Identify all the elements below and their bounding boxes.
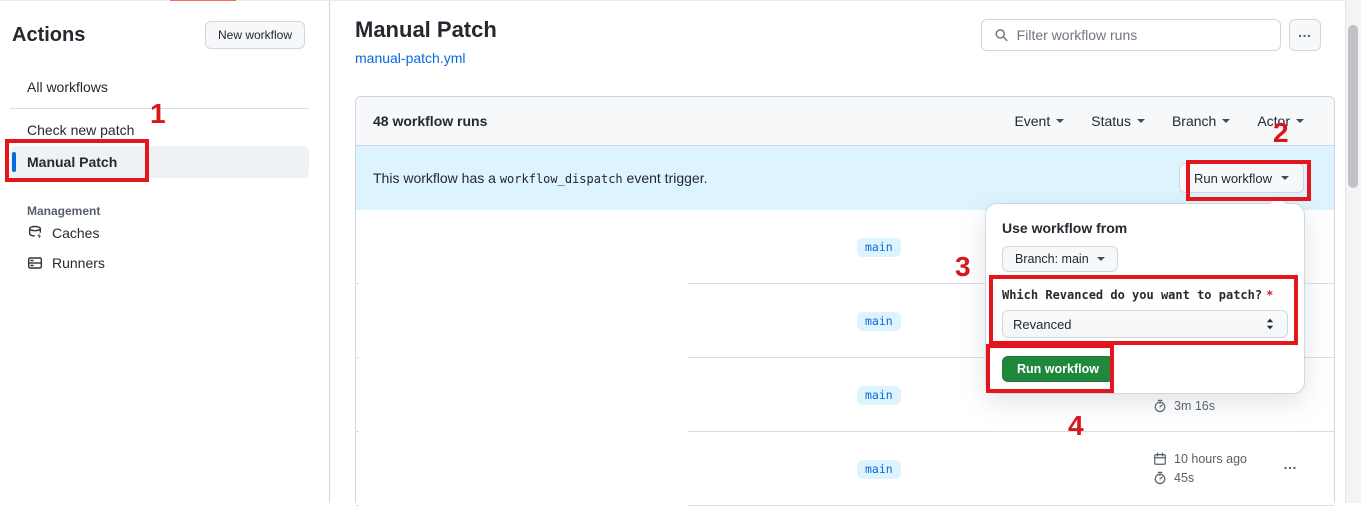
- kebab-icon: …: [1283, 456, 1298, 472]
- runs-count: 48 workflow runs: [373, 113, 488, 129]
- annotation-number-3: 3: [955, 251, 971, 282]
- chevron-down-icon: [1281, 176, 1289, 180]
- scrollbar-thumb[interactable]: [1348, 25, 1358, 188]
- calendar-icon: [1154, 452, 1166, 465]
- kebab-icon: …: [1297, 24, 1313, 40]
- run-meta: 10 hours ago 45s: [1153, 452, 1247, 485]
- sidebar-item-caches[interactable]: Caches: [10, 218, 309, 248]
- run-workflow-popup: Use workflow from Branch: main Which Rev…: [985, 195, 1305, 394]
- workflow-input-label: Which Revanced do you want to patch?*: [1002, 288, 1274, 302]
- page-title: Manual Patch: [355, 17, 497, 42]
- run-workflow-dropdown-button[interactable]: Run workflow: [1178, 163, 1304, 193]
- workflow-file-link[interactable]: manual-patch.yml: [355, 50, 466, 67]
- page-header: Manual Patch manual-patch.yml: [355, 17, 497, 68]
- workflows-nav: All workflows Check new patch Manual Pat…: [10, 71, 309, 178]
- search-icon: [995, 29, 1008, 42]
- scrollbar-track[interactable]: [1345, 0, 1361, 503]
- popup-title: Use workflow from: [1002, 220, 1128, 236]
- run-meta: 3m 16s: [1153, 399, 1215, 413]
- runners-icon: [28, 257, 43, 269]
- revanced-select[interactable]: Revanced: [1002, 310, 1288, 338]
- management-section: Management Caches Runners: [10, 204, 309, 278]
- run-duration: 3m 16s: [1153, 399, 1215, 413]
- annotation-number-4: 4: [1068, 410, 1084, 441]
- workflow-options-button[interactable]: …: [1289, 19, 1321, 51]
- required-asterisk: *: [1266, 288, 1274, 302]
- run-options-button[interactable]: …: [1283, 457, 1298, 472]
- workflow-run-row: main 10 hours ago 45s …: [356, 432, 1334, 506]
- sidebar-item-label: Runners: [52, 255, 105, 271]
- branch-badge[interactable]: main: [857, 460, 901, 479]
- sidebar-item-check-new-patch[interactable]: Check new patch: [27, 122, 135, 138]
- runs-list-header: 48 workflow runs Event Status Branch Act…: [356, 97, 1334, 146]
- annotation-number-1: 1: [150, 98, 166, 129]
- workflow-search[interactable]: [981, 19, 1281, 51]
- filter-status[interactable]: Status: [1091, 113, 1145, 129]
- actions-sidebar: Actions New workflow All workflows Check…: [0, 1, 330, 503]
- chevron-down-icon: [1222, 119, 1231, 123]
- branch-badge[interactable]: main: [857, 386, 901, 405]
- run-duration: 45s: [1153, 471, 1247, 485]
- workflow-runs-panel: 48 workflow runs Event Status Branch Act…: [355, 96, 1335, 506]
- sidebar-item-label: Caches: [52, 225, 100, 241]
- branch-badge[interactable]: main: [857, 238, 901, 257]
- select-arrows-icon: [1266, 318, 1274, 330]
- filter-actor[interactable]: Actor: [1257, 113, 1304, 129]
- sidebar-item-all-workflows[interactable]: All workflows: [27, 79, 108, 95]
- filter-event[interactable]: Event: [1014, 113, 1065, 129]
- sidebar-item-runners[interactable]: Runners: [10, 248, 309, 278]
- management-section-label: Management: [27, 204, 101, 218]
- branch-selector-button[interactable]: Branch: main: [1002, 246, 1118, 272]
- top-border: [0, 0, 1345, 1]
- workflow-dispatch-code: workflow_dispatch: [499, 172, 623, 186]
- sidebar-divider: [10, 108, 309, 109]
- sidebar-item-manual-patch[interactable]: Manual Patch: [10, 146, 309, 178]
- sidebar-header: Actions New workflow: [0, 1, 329, 49]
- cache-icon: [28, 225, 42, 239]
- chevron-down-icon: [1056, 119, 1065, 123]
- sidebar-title: Actions: [12, 23, 86, 46]
- run-workflow-submit-button[interactable]: Run workflow: [1002, 356, 1114, 382]
- stopwatch-icon: [1154, 399, 1166, 413]
- chevron-down-icon: [1096, 257, 1105, 261]
- new-workflow-button[interactable]: New workflow: [204, 21, 305, 49]
- runs-filters: Event Status Branch Actor: [1014, 113, 1304, 129]
- header-actions: …: [981, 19, 1321, 51]
- dispatch-banner: This workflow has a workflow_dispatch ev…: [356, 146, 1334, 210]
- run-start-time: 10 hours ago: [1153, 452, 1247, 466]
- annotation-number-2: 2: [1273, 117, 1289, 148]
- stopwatch-icon: [1154, 471, 1166, 485]
- branch-badge[interactable]: main: [857, 312, 901, 331]
- chevron-down-icon: [1296, 119, 1304, 123]
- filter-branch[interactable]: Branch: [1172, 113, 1231, 129]
- dispatch-banner-text: This workflow has a workflow_dispatch ev…: [373, 170, 708, 186]
- chevron-down-icon: [1136, 119, 1145, 123]
- filter-workflow-runs-input[interactable]: [1016, 27, 1268, 43]
